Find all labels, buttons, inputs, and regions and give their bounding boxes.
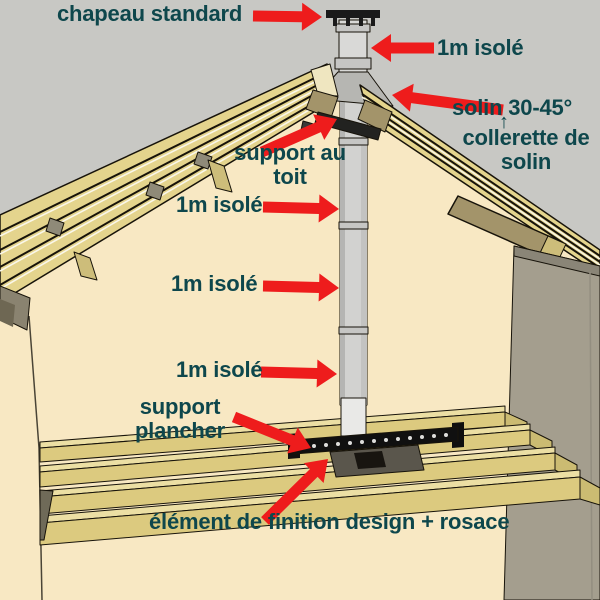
chimney-pipe-interior bbox=[338, 99, 369, 406]
label-collerette-de-solin: collerette de solin bbox=[462, 125, 590, 174]
roof-left bbox=[0, 63, 339, 331]
arrow-support-au-toit bbox=[259, 114, 337, 157]
callout-arrows bbox=[231, 2, 504, 525]
pipe-bottom-section bbox=[340, 397, 367, 437]
arrow-solin bbox=[392, 83, 504, 116]
roof-right bbox=[357, 84, 600, 275]
spacer-block bbox=[193, 151, 213, 170]
label-solin-30-45: solin 30-45° bbox=[452, 95, 573, 120]
spacer-block bbox=[45, 217, 65, 237]
right-wall-panel bbox=[503, 245, 600, 600]
joist-wall-shadow bbox=[39, 489, 54, 541]
label-element-finition: élément de finition design + rosace bbox=[149, 509, 510, 534]
wall-corner-line bbox=[28, 315, 43, 600]
arrow-1m-isole-top bbox=[371, 34, 434, 62]
label-1m-isole-top: 1m isolé bbox=[437, 35, 524, 60]
roof-strut bbox=[207, 159, 233, 193]
joist-end-face bbox=[579, 476, 600, 506]
arrow-1m-isole-1 bbox=[262, 194, 339, 223]
ridge-purlin-end-right bbox=[357, 99, 393, 133]
label-1m-isole-3: 1m isolé bbox=[176, 357, 263, 382]
label-1m-isole-1: 1m isolé bbox=[176, 192, 263, 217]
label-1m-isole-2: 1m isolé bbox=[171, 271, 258, 296]
storm-collar bbox=[334, 57, 372, 70]
label-support-plancher: support plancher bbox=[134, 394, 226, 443]
pipe-joint-ring bbox=[338, 137, 369, 146]
finish-element-hole bbox=[329, 444, 425, 478]
arrow-1m-isole-3 bbox=[260, 359, 337, 388]
arrow-support-plancher bbox=[231, 411, 311, 454]
pipe-joint-ring bbox=[338, 326, 369, 335]
pipe-joint-ring bbox=[338, 221, 369, 230]
spacer-block bbox=[145, 181, 165, 201]
chimney-pipe-exterior bbox=[334, 19, 372, 79]
roof-strut bbox=[73, 251, 98, 281]
chimney-cap bbox=[326, 10, 380, 26]
label-chapeau-standard: chapeau standard bbox=[57, 1, 243, 26]
arrow-element-finition bbox=[261, 459, 328, 525]
arrow-chapeau-standard bbox=[252, 2, 322, 31]
up-arrow-icon: ↑ bbox=[499, 111, 509, 133]
eave-wedge-shade bbox=[0, 299, 15, 327]
ridge-cut-face bbox=[310, 63, 339, 97]
arrow-1m-isole-2 bbox=[262, 273, 339, 302]
label-support-au-toit: support au toit bbox=[234, 140, 346, 189]
pipe-top-ring bbox=[335, 23, 371, 33]
